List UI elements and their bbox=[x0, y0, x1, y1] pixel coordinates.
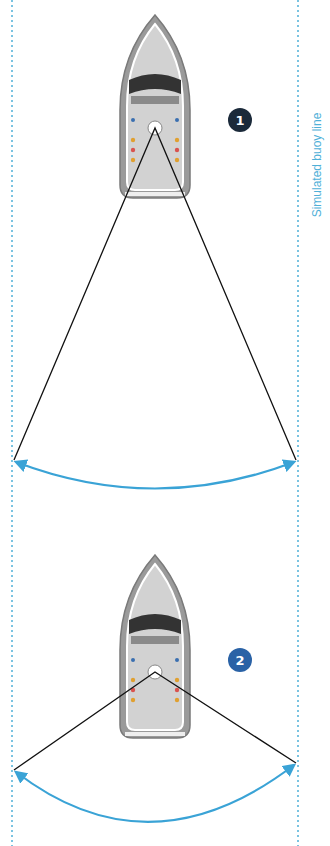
boat bbox=[120, 555, 190, 738]
sight-line bbox=[14, 672, 296, 770]
buoy-line bbox=[297, 0, 299, 846]
callout-text: 1 bbox=[235, 114, 244, 127]
sight-line bbox=[14, 128, 296, 460]
boat bbox=[120, 15, 190, 198]
callout-number: 2 bbox=[228, 648, 252, 672]
callout-number: 1 bbox=[228, 108, 252, 132]
callout-text: 2 bbox=[235, 654, 244, 667]
sweep-arc bbox=[16, 462, 294, 489]
buoy-line bbox=[11, 0, 13, 846]
buoy-line-label: Simulated buoy line bbox=[310, 113, 324, 218]
sweep-arc bbox=[16, 765, 294, 822]
